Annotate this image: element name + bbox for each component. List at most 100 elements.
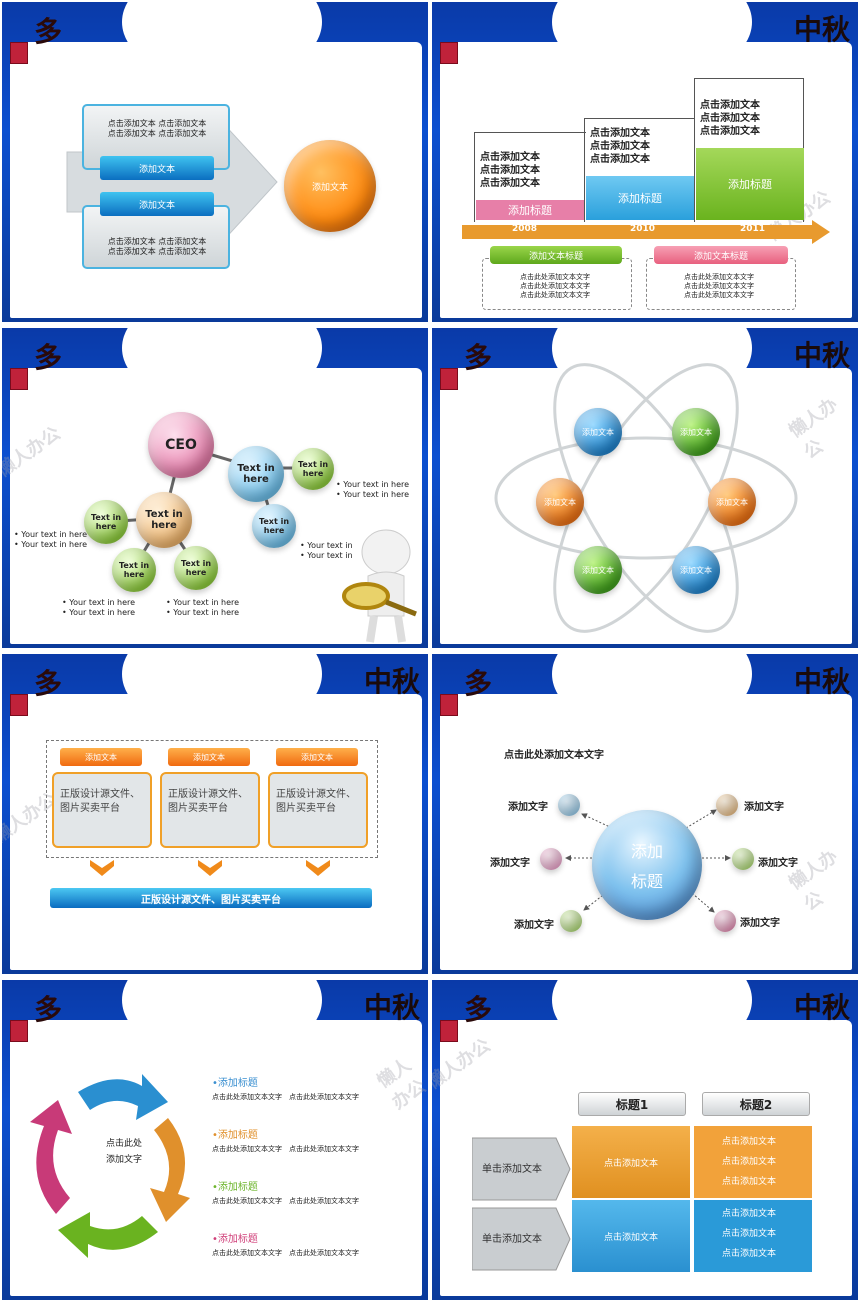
- hub-node[interactable]: Text in here: [136, 492, 192, 548]
- magnifier-man-icon: [342, 529, 417, 643]
- row-label: 单击添加文本: [482, 1164, 542, 1175]
- top-text-line: 点击添加文本 点击添加文本: [107, 119, 207, 128]
- slide-4[interactable]: 多 中秋 懒人办公 添加文本 添加文本 添加文本 添加文本 添加文本 添加文本: [432, 328, 858, 648]
- brush-character: 中秋: [363, 665, 420, 698]
- column-text: 点击添加文本: [590, 141, 650, 152]
- content-card[interactable]: [268, 772, 368, 848]
- red-seal-icon: [440, 1020, 458, 1042]
- blue-node[interactable]: 添加文本: [672, 546, 720, 594]
- column-text: 点击添加文本: [590, 128, 650, 139]
- green-node[interactable]: 添加文本: [574, 546, 622, 594]
- item-title[interactable]: •添加标题: [212, 1182, 258, 1193]
- brush-character: 多: [34, 15, 63, 48]
- add-text-button[interactable]: 添加文本: [100, 192, 214, 216]
- slide-1[interactable]: 多 点击添加文本 点击添加文本 点击添加文本 点击添加文本 点击添加文本 点击添…: [2, 2, 428, 322]
- item-label[interactable]: 添加文字: [514, 920, 554, 931]
- row-label: 单击添加文本: [482, 1234, 542, 1245]
- pink-title-bar[interactable]: 添加标题: [476, 200, 584, 220]
- leaf-node[interactable]: Text in here: [174, 546, 218, 590]
- green-title-bar[interactable]: 添加标题: [696, 148, 804, 220]
- leaf-node[interactable]: Text in here: [252, 504, 296, 548]
- slide-6[interactable]: 多 中秋 懒人办公 点击此处添加文本文字 添加 标题 添加文字 添加文字 添加文…: [432, 654, 858, 974]
- red-seal-icon: [440, 368, 458, 390]
- column-text: 点击添加文本: [700, 113, 760, 124]
- bottom-text-line: 点击添加文本 点击添加文本: [107, 247, 207, 256]
- year-label: 2011: [740, 224, 766, 234]
- year-label: 2010: [630, 224, 656, 234]
- content-card[interactable]: [52, 772, 152, 848]
- pink-dot-icon: [714, 910, 736, 932]
- red-seal-icon: [10, 42, 28, 64]
- chevron-down-icon: [198, 860, 222, 876]
- bullet-text: • Your text in here: [336, 480, 410, 489]
- item-label[interactable]: 添加文字: [744, 802, 784, 813]
- slide-2[interactable]: 中秋 懒人办公 点击添加文本 点击添加文本 点击添加文本 点击添加文本 点击添加…: [432, 2, 858, 322]
- box-text: 点击此处添加文本文字: [520, 273, 590, 281]
- center-node[interactable]: 添加 标题: [592, 810, 702, 920]
- green-dot-icon: [732, 848, 754, 870]
- cycle-arrows-icon: [30, 1074, 190, 1258]
- hub-node[interactable]: Text in here: [228, 446, 284, 502]
- orange-list-cell[interactable]: [694, 1126, 812, 1198]
- slide-5[interactable]: 多 中秋 懒人办公 添加文本 添加文本 添加文本 正版设计源文件、图片买卖平台 …: [2, 654, 428, 974]
- leaf-node[interactable]: Text in here: [84, 500, 128, 544]
- brush-character: 多: [464, 993, 493, 1026]
- list-item: 点击添加文本: [722, 1249, 777, 1259]
- slide-8[interactable]: 多 中秋 懒人办公 标题1 标题2 单击添加文本 单击添加文本 点击添加文本 点…: [432, 980, 858, 1300]
- leaf-node[interactable]: Text in here: [292, 448, 334, 490]
- brush-character: 多: [464, 341, 493, 374]
- add-text-button[interactable]: 添加文本: [100, 156, 214, 180]
- orange-node[interactable]: 添加文本: [536, 478, 584, 526]
- ceo-node[interactable]: CEO: [148, 412, 214, 478]
- item-text: 点击此处添加文本文字 点击此处添加文本文字: [212, 1249, 359, 1257]
- orange-tab[interactable]: 添加文本: [60, 748, 142, 766]
- center-text: 标题: [630, 872, 663, 891]
- bullet-text: • Your text in here: [62, 608, 136, 617]
- cycle-center-text: 添加文字: [106, 1155, 143, 1165]
- red-seal-icon: [10, 368, 28, 390]
- item-label[interactable]: 添加文字: [740, 918, 780, 929]
- header-tab[interactable]: 标题2: [702, 1092, 810, 1116]
- red-seal-icon: [10, 1020, 28, 1042]
- green-node[interactable]: 添加文本: [672, 408, 720, 456]
- header-tab[interactable]: 标题1: [578, 1092, 686, 1116]
- column-text: 点击添加文本: [480, 152, 540, 163]
- orange-tab[interactable]: 添加文本: [168, 748, 250, 766]
- slide-3[interactable]: 多 懒人办公 CEO Text in here Text in here Tex…: [2, 328, 428, 648]
- list-item: 点击添加文本: [722, 1177, 777, 1187]
- bullet-text: • Your text in here: [336, 490, 410, 499]
- pink-subtitle-button[interactable]: 添加文本标题: [654, 246, 788, 264]
- leaf-node[interactable]: Text in here: [112, 548, 156, 592]
- blue-cell[interactable]: 点击添加文本: [572, 1200, 690, 1272]
- item-label[interactable]: 添加文字: [758, 858, 798, 869]
- slide-7[interactable]: 多 中秋 懒人办公 点击此处 添加文字 •添加标题 点击此处添加文本文字 点击此…: [2, 980, 428, 1300]
- bullet-text: • Your text in here: [14, 540, 88, 549]
- list-item: 点击添加文本: [722, 1209, 777, 1219]
- blue-node[interactable]: 添加文本: [574, 408, 622, 456]
- bullet-text: • Your text in here: [62, 598, 136, 607]
- blue-banner-bar[interactable]: 正版设计源文件、图片买卖平台: [50, 888, 372, 908]
- content-card[interactable]: [160, 772, 260, 848]
- chevron-down-icon: [90, 860, 114, 876]
- item-text: 点击此处添加文本文字 点击此处添加文本文字: [212, 1145, 359, 1153]
- blue-list-cell[interactable]: [694, 1200, 812, 1272]
- box-text: 点击此处添加文本文字: [684, 282, 754, 290]
- brush-character: 多: [34, 993, 63, 1026]
- orange-circle[interactable]: 添加文本: [284, 140, 376, 232]
- column-frame: [584, 118, 694, 222]
- orange-tab[interactable]: 添加文本: [276, 748, 358, 766]
- item-label[interactable]: 添加文字: [490, 858, 530, 869]
- orange-node[interactable]: 添加文本: [708, 478, 756, 526]
- orange-cell[interactable]: 点击添加文本: [572, 1126, 690, 1198]
- green-subtitle-button[interactable]: 添加文本标题: [490, 246, 622, 264]
- item-title[interactable]: •添加标题: [212, 1234, 258, 1245]
- item-title[interactable]: •添加标题: [212, 1130, 258, 1141]
- year-label: 2008: [512, 224, 538, 234]
- blue-title-bar[interactable]: 添加标题: [586, 176, 694, 220]
- brush-character: 多: [34, 341, 63, 374]
- item-label[interactable]: 添加文字: [508, 802, 548, 813]
- list-item: 点击添加文本: [722, 1229, 777, 1239]
- list-item: 点击添加文本: [722, 1137, 777, 1147]
- column-text: 点击添加文本: [700, 126, 760, 137]
- item-title[interactable]: •添加标题: [212, 1078, 258, 1089]
